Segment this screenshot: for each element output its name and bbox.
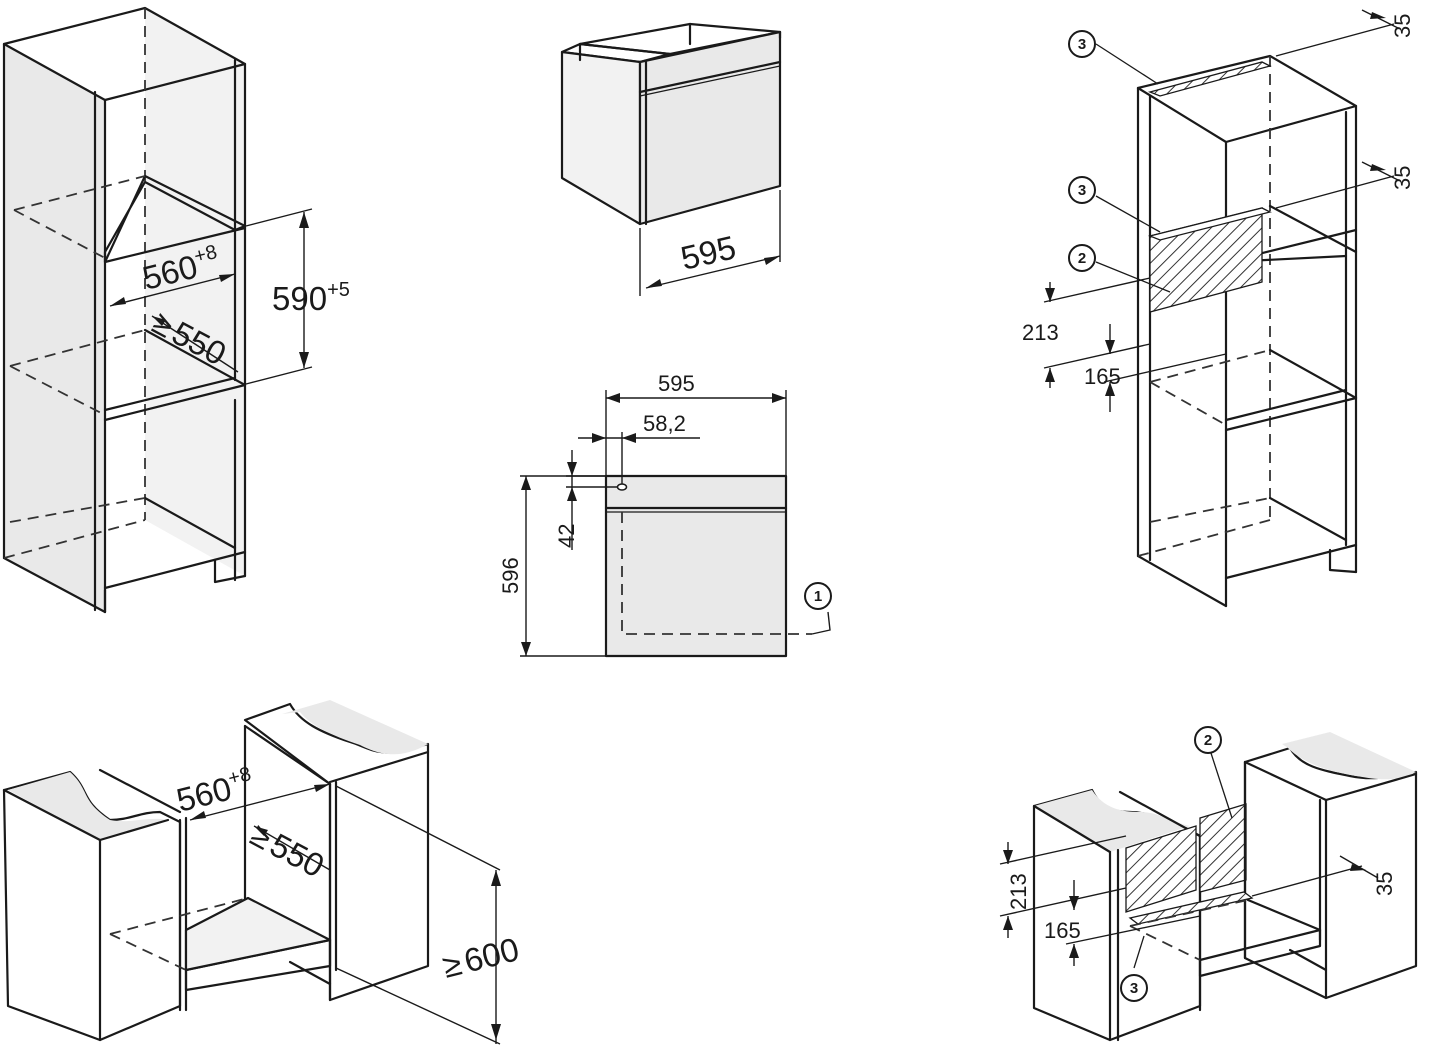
tall-vent-labels: 35 35 213 165: [1022, 14, 1415, 389]
oven-width-label: 595: [677, 228, 739, 276]
callout-2-bottom: 2: [1194, 726, 1222, 754]
oven-width-dimension: 595: [639, 190, 781, 296]
under-vent-lower-label: 165: [1044, 918, 1081, 943]
svg-text:3: 3: [1078, 182, 1086, 199]
under-dimension-lines: [189, 783, 501, 1045]
vent-depth-1-label: 35: [1390, 14, 1415, 38]
front-labels: 595 58,2 596 42: [498, 371, 695, 594]
svg-text:≥550: ≥550: [245, 816, 331, 885]
front-offset-label: 58,2: [643, 411, 686, 436]
front-top-label: 42: [554, 524, 579, 548]
under-ventilation: [1032, 732, 1418, 1042]
under-width-tolerance: +8: [226, 763, 253, 790]
tall-vent-height-label: 213: [1022, 320, 1059, 345]
svg-text:3: 3: [1130, 980, 1138, 997]
tall-height-tolerance: +5: [327, 279, 350, 301]
svg-text:3: 3: [1078, 36, 1086, 53]
svg-text:≥600: ≥600: [439, 930, 523, 985]
callout-2-top: 2: [1068, 244, 1096, 272]
tall-vent-dimensions: [1043, 9, 1399, 412]
under-height-value: 600: [460, 930, 522, 979]
tall-height-value: 590: [272, 280, 327, 317]
vent-depth-2-label: 35: [1390, 166, 1415, 190]
tall-cabinet-niche: [2, 6, 247, 614]
svg-text:2: 2: [1078, 250, 1086, 267]
tall-dimension-lines: [109, 208, 313, 385]
under-vent-height-label: 213: [1006, 873, 1031, 910]
svg-text:1: 1: [814, 588, 822, 605]
under-vent-dimensions: [999, 749, 1379, 969]
front-width-label: 595: [658, 371, 695, 396]
front-height-label: 596: [498, 557, 523, 594]
oven-front-view: [520, 390, 831, 658]
callout-3-top: 3: [1068, 30, 1096, 58]
svg-text:2: 2: [1204, 732, 1212, 749]
under-vent-labels: 35 213 165: [1006, 872, 1397, 943]
under-depth-value: 550: [264, 826, 330, 885]
tall-width-tolerance: +8: [192, 241, 219, 268]
tall-vent-lower-label: 165: [1084, 364, 1121, 389]
tall-ventilation-cabinet: [1136, 54, 1358, 608]
under-counter-niche: [2, 700, 430, 1042]
oven-perspective: [560, 22, 782, 226]
callout-3-middle: 3: [1068, 176, 1096, 204]
callout-1: 1: [804, 582, 832, 610]
callout-3-bottom: 3: [1120, 974, 1148, 1002]
vent-depth-3-label: 35: [1372, 872, 1397, 896]
svg-text:590+5: 590+5: [272, 279, 350, 317]
